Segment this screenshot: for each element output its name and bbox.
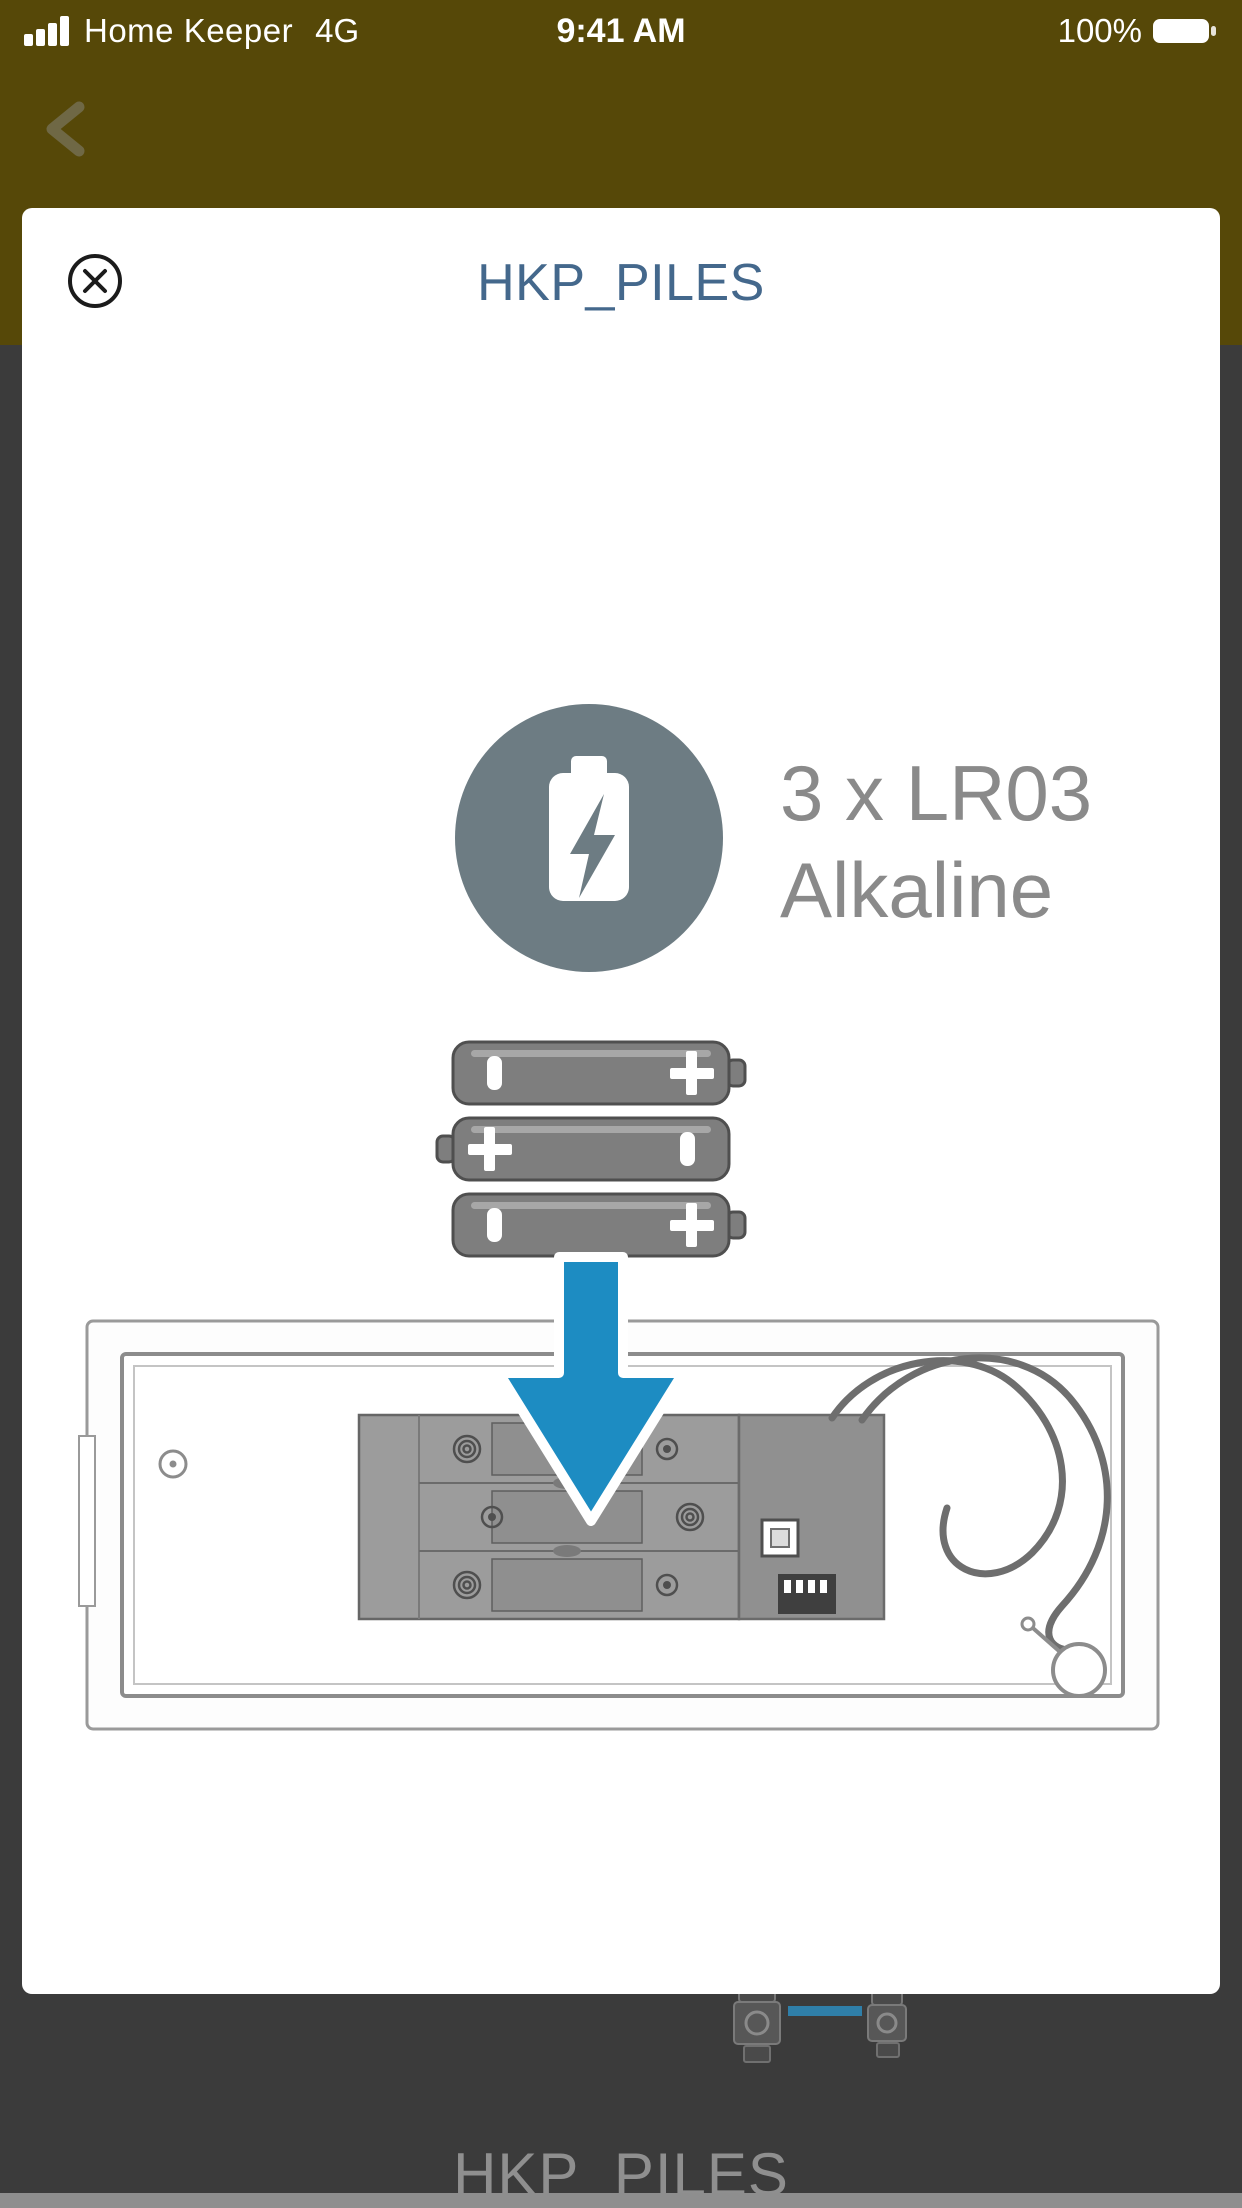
- clock: 9:41 AM: [556, 11, 686, 50]
- battery-full-icon: [1153, 19, 1216, 43]
- network-type-label: 4G: [315, 12, 360, 49]
- close-button[interactable]: [66, 252, 124, 310]
- dimmed-connector-bar: [788, 2006, 862, 2016]
- aaa-battery-illustration-1: [451, 1040, 747, 1106]
- chevron-left-icon: [46, 101, 85, 156]
- dimmed-bottom-strip: [0, 2193, 1242, 2208]
- battery-bolt-icon: [455, 704, 723, 972]
- back-button[interactable]: [30, 92, 100, 168]
- battery-spec-line2: Alkaline: [780, 846, 1053, 934]
- battery-installation-diagram: 3 x LR03 Alkaline: [78, 704, 1160, 1731]
- carrier-label: Home Keeper: [84, 12, 294, 49]
- close-circle-icon: [68, 254, 122, 308]
- aaa-battery-illustration-3: [451, 1192, 747, 1258]
- aaa-battery-illustration-2: [435, 1116, 731, 1182]
- battery-spec-line1: 3 x LR03: [780, 749, 1092, 837]
- insert-direction-arrow: [494, 1252, 688, 1526]
- battery-percent-label: 100%: [1057, 12, 1142, 49]
- modal-title: HKP_PILES: [477, 254, 765, 312]
- status-bar-left: Home Keeper 4G: [24, 12, 359, 50]
- battery-info-modal: HKP_PILES 3 x LR03 Alkaline: [22, 208, 1220, 1994]
- status-bar: Home Keeper 4G 9:41 AM 100%: [0, 0, 1242, 62]
- cell-signal-icon: [24, 16, 69, 46]
- status-bar-right: 100%: [1058, 12, 1218, 50]
- battery-compartment-illustration: [78, 1319, 1160, 1731]
